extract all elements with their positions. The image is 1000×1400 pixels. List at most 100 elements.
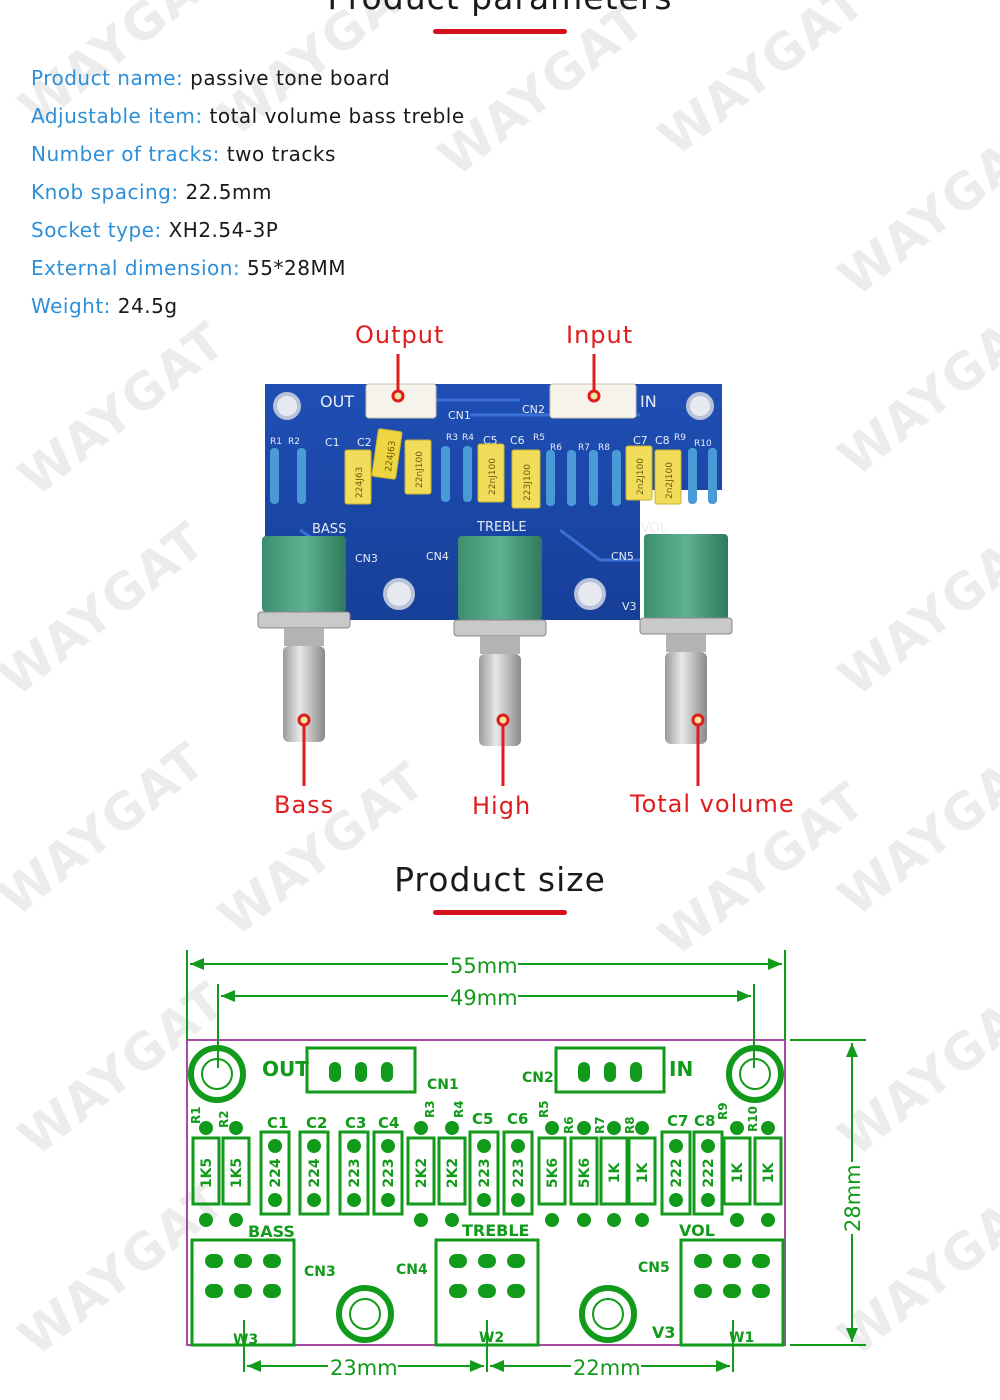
capacitor-footprint <box>298 1130 330 1216</box>
resistor-pad <box>635 1121 649 1135</box>
mount-hole-inner <box>739 1058 771 1090</box>
silk-w3: W3 <box>233 1332 258 1348</box>
spec-row: Product name: passive tone board <box>31 66 390 90</box>
capacitor-pad <box>347 1139 361 1153</box>
dim-label-bg <box>571 1354 641 1378</box>
silk-c8: C8 <box>655 434 670 447</box>
mount-hole <box>336 1285 394 1343</box>
spec-row: Adjustable item: total volume bass trebl… <box>31 104 465 128</box>
product-photo: OUT IN CN1 CN2 C1 C2 C5 C6 C7 C8 R1 R2 R… <box>257 354 733 786</box>
resistor <box>463 446 472 502</box>
resistor <box>688 448 697 504</box>
arrow-head <box>768 958 782 970</box>
callout-dot-high <box>496 713 510 727</box>
spec-value: passive tone board <box>190 66 391 90</box>
pot-collar <box>666 634 706 652</box>
arrow-head <box>221 990 235 1002</box>
silk-r8: R8 <box>623 1116 637 1134</box>
cap-label: 22nJ100 <box>488 458 498 495</box>
silk-r10: R10 <box>694 439 712 449</box>
silk-out: OUT <box>320 392 354 411</box>
spec-value: 24.5g <box>117 294 178 318</box>
dim-inner-label: 49mm <box>450 986 518 1010</box>
capacitor-pad <box>477 1139 491 1153</box>
component-value: 222 <box>669 1158 685 1187</box>
resistor-pad <box>545 1213 559 1227</box>
resistor-pad <box>229 1121 243 1135</box>
capacitor-pad <box>701 1193 715 1207</box>
arrow-head <box>490 1360 504 1372</box>
pot-footprint-w1 <box>679 1238 785 1347</box>
pin <box>381 1062 393 1082</box>
pad <box>263 1254 281 1268</box>
component-value: 2K2 <box>414 1158 430 1188</box>
silk-c2: C2 <box>306 1114 327 1132</box>
capacitor-pad <box>669 1193 683 1207</box>
pad <box>205 1254 223 1268</box>
callout-total-volume: Total volume <box>630 790 795 818</box>
silk-c5: C5 <box>472 1110 493 1128</box>
silk-cn2: CN2 <box>522 1070 554 1086</box>
capacitor-pad <box>307 1139 321 1153</box>
spec-label: Weight: <box>31 294 111 318</box>
cap-label: 2n2J100 <box>665 462 675 499</box>
watermark: WAYGAT <box>648 0 877 168</box>
dim-width-label: 55mm <box>450 954 518 978</box>
callout-dot-output <box>391 389 405 403</box>
mount-hole <box>726 1045 784 1103</box>
silk-r3: R3 <box>446 433 458 443</box>
pot-body <box>262 536 346 612</box>
silk-bass: BASS <box>312 522 346 537</box>
resistor-footprint <box>406 1136 436 1206</box>
capacitor-pad <box>669 1139 683 1153</box>
pad <box>478 1284 496 1298</box>
spec-value: XH2.54-3P <box>168 218 279 242</box>
silk-in: IN <box>669 1057 693 1081</box>
dim-label-bg <box>328 1354 398 1378</box>
silk-c7: C7 <box>667 1112 688 1130</box>
pin <box>578 1062 590 1082</box>
resistor <box>708 448 717 504</box>
spec-value: 22.5mm <box>185 180 272 204</box>
silk-cn3: CN3 <box>304 1264 336 1280</box>
size-title: Product size <box>394 860 606 899</box>
silk-r4: R4 <box>452 1100 466 1118</box>
mount-hole <box>383 578 415 610</box>
pad <box>694 1284 712 1298</box>
silk-c3: C3 <box>345 1114 366 1132</box>
pot-body <box>458 536 542 620</box>
spec-label: Knob spacing: <box>31 180 179 204</box>
spec-label: Socket type: <box>31 218 162 242</box>
component-value: 2K2 <box>445 1158 461 1188</box>
pad <box>507 1284 525 1298</box>
silk-r10: R10 <box>746 1106 760 1132</box>
callout-bass: Bass <box>274 791 335 819</box>
cap-label: 223J100 <box>523 464 533 501</box>
connector-cn1 <box>305 1046 417 1094</box>
spec-value: total volume bass treble <box>209 104 465 128</box>
silk-c4: C4 <box>378 1114 399 1132</box>
resistor-footprint <box>753 1136 783 1206</box>
component-value: 222 <box>701 1158 717 1187</box>
resistor <box>567 450 576 506</box>
dim-label-bg <box>448 984 518 1008</box>
resistor-pad <box>229 1213 243 1227</box>
capacitor-pad <box>701 1139 715 1153</box>
pad <box>507 1254 525 1268</box>
pot-nut <box>453 619 547 637</box>
capacitor-footprint <box>660 1130 692 1216</box>
silk-cn3: CN3 <box>355 552 378 565</box>
pot-bass <box>257 536 351 742</box>
silk-r9: R9 <box>716 1102 730 1120</box>
resistor <box>270 448 279 504</box>
resistor-pad <box>199 1121 213 1135</box>
component-value: 1K <box>761 1162 777 1184</box>
resistor <box>546 450 555 506</box>
resistor-pad <box>577 1213 591 1227</box>
capacitor-pad <box>477 1193 491 1207</box>
silk-c2: C2 <box>357 436 372 449</box>
spec-row: Number of tracks: two tracks <box>31 142 336 166</box>
silk-treble: TREBLE <box>462 1221 529 1240</box>
spec-label: External dimension: <box>31 256 241 280</box>
